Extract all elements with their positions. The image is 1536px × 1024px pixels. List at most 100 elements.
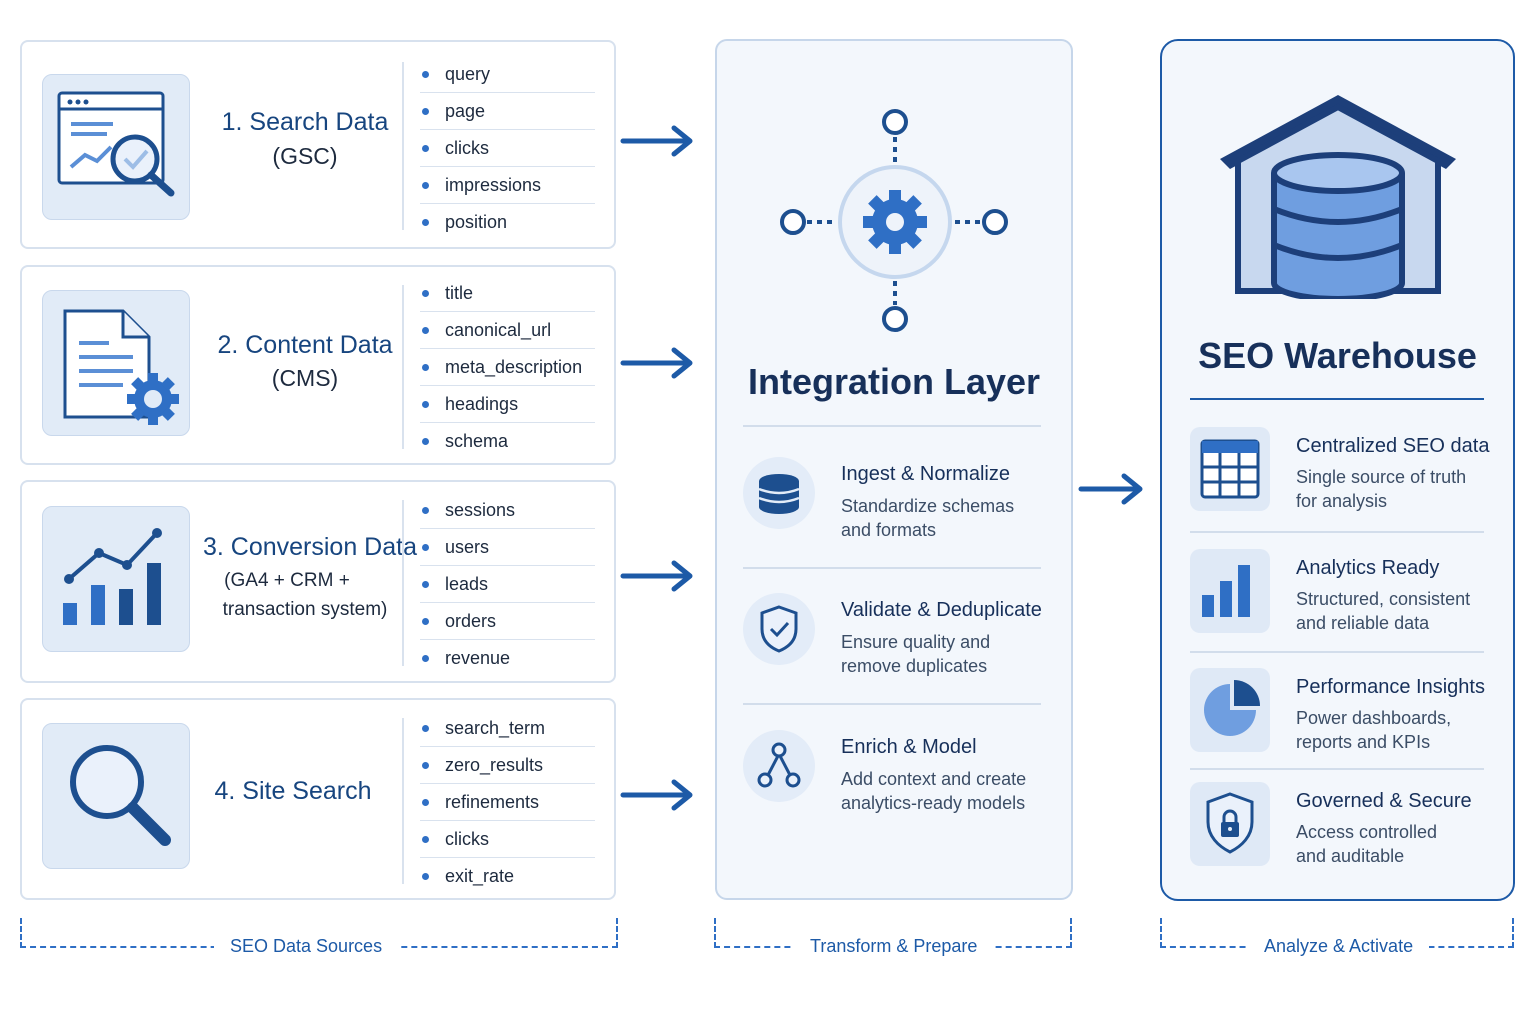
stage-label: SEO Data Sources [214, 936, 399, 957]
field-label: headings [445, 393, 519, 414]
bullet-icon [422, 400, 429, 408]
field-item: exit_rate [420, 858, 595, 895]
field-item: page [420, 93, 595, 130]
divider [743, 425, 1041, 427]
pie-chart-icon [1190, 668, 1270, 752]
field-label: search_term [445, 717, 546, 738]
source-subtitle: (CMS) [271, 365, 339, 391]
source-card-site-search: 4. Site Search search_term zero_results … [20, 698, 616, 900]
bullet-icon [422, 181, 429, 189]
database-icon [743, 457, 815, 529]
bullet-icon [422, 144, 429, 152]
bullet-icon [422, 798, 429, 806]
field-label: page [445, 100, 486, 121]
divider [1190, 398, 1484, 400]
field-label: impressions [445, 174, 542, 195]
field-item: clicks [420, 821, 595, 858]
seo-warehouse-panel: SEO Warehouse Centralized SEO data Singl… [1160, 39, 1515, 901]
bullet-icon [422, 506, 429, 514]
field-label: query [445, 63, 491, 84]
arrow-right-icon [1078, 473, 1143, 505]
field-list: sessions users leads orders revenue [420, 492, 595, 677]
search-analytics-icon [42, 74, 190, 220]
magnifier-icon [42, 723, 190, 869]
desc-line: Ensure quality and [841, 632, 991, 652]
desc-line: analytics-ready models [841, 793, 1026, 813]
desc-line: and auditable [1296, 846, 1405, 866]
warehouse-database-icon [1220, 95, 1456, 299]
desc-line: and formats [841, 520, 937, 540]
source-card-content-data: 2. Content Data (CMS) title canonical_ur… [20, 265, 616, 465]
field-item: title [420, 275, 595, 312]
divider [402, 62, 404, 230]
desc-line: for analysis [1296, 491, 1388, 511]
field-label: meta_description [445, 356, 583, 377]
arrow-right-icon [620, 779, 693, 811]
field-item: users [420, 529, 595, 566]
field-item: search_term [420, 710, 595, 747]
bullet-icon [422, 655, 429, 662]
source-title: 2. Content Data [217, 331, 393, 359]
field-item: headings [420, 386, 595, 423]
field-label: title [445, 282, 474, 303]
desc-line: Standardize schemas [841, 496, 1015, 516]
shield-check-icon [743, 593, 815, 665]
divider [402, 718, 404, 884]
step-title: Validate & Deduplicate [841, 599, 1042, 621]
desc-line: Single source of truth [1296, 467, 1467, 487]
nodes-icon [743, 730, 815, 802]
field-label: revenue [445, 648, 511, 668]
bullet-icon [422, 289, 429, 297]
field-item: revenue [420, 640, 595, 677]
field-label: schema [445, 431, 509, 451]
field-label: zero_results [445, 754, 544, 775]
source-title: 1. Search Data [221, 108, 389, 136]
feature-title: Governed & Secure [1296, 790, 1472, 812]
field-label: exit_rate [445, 866, 515, 886]
source-title: 4. Site Search [214, 777, 372, 805]
field-list: title canonical_url meta_description hea… [420, 275, 595, 460]
field-label: canonical_url [445, 319, 552, 340]
arrow-right-icon [620, 125, 693, 157]
stage-label: Analyze & Activate [1248, 936, 1430, 957]
bullet-icon [422, 580, 429, 588]
feature-description: Single source of truth for analysis [1296, 465, 1496, 513]
divider [402, 500, 404, 666]
step-title: Enrich & Model [841, 736, 977, 758]
lock-shield-icon [1190, 782, 1270, 866]
divider [743, 703, 1041, 705]
source-card-conversion-data: 3. Conversion Data (GA4 + CRM + transact… [20, 480, 616, 683]
source-subtitle-line: (GA4 + CRM + [224, 570, 350, 591]
desc-line: remove duplicates [841, 656, 988, 676]
divider [1190, 531, 1484, 533]
field-item: query [420, 56, 595, 93]
desc-line: and reliable data [1296, 613, 1430, 633]
field-item: sessions [420, 492, 595, 529]
bullet-icon [422, 438, 429, 445]
step-description: Add context and create analytics-ready m… [841, 767, 1071, 815]
source-subtitle: (GSC) [272, 143, 338, 169]
desc-line: Power dashboards, [1296, 708, 1452, 728]
divider [743, 567, 1041, 569]
source-subtitle-line: transaction system) [222, 599, 388, 620]
field-label: position [445, 212, 508, 232]
step-description: Ensure quality and remove duplicates [841, 630, 1051, 678]
divider [402, 285, 404, 449]
feature-title: Performance Insights [1296, 676, 1485, 698]
bullet-icon [422, 70, 429, 78]
field-item: impressions [420, 167, 595, 204]
arrow-right-icon [620, 347, 693, 379]
integration-hub-icon [780, 109, 1008, 332]
source-title: 3. Conversion Data [202, 533, 417, 561]
bullet-icon [422, 363, 429, 371]
feature-description: Access controlled and auditable [1296, 820, 1496, 868]
divider [1190, 651, 1484, 653]
bullet-icon [422, 326, 429, 334]
line-bar-chart-icon [42, 506, 190, 652]
field-label: clicks [445, 137, 489, 158]
field-label: clicks [445, 828, 489, 849]
field-item: meta_description [420, 349, 595, 386]
step-description: Standardize schemas and formats [841, 494, 1051, 542]
warehouse-title: SEO Warehouse [1198, 335, 1477, 376]
field-label: leads [445, 573, 489, 594]
